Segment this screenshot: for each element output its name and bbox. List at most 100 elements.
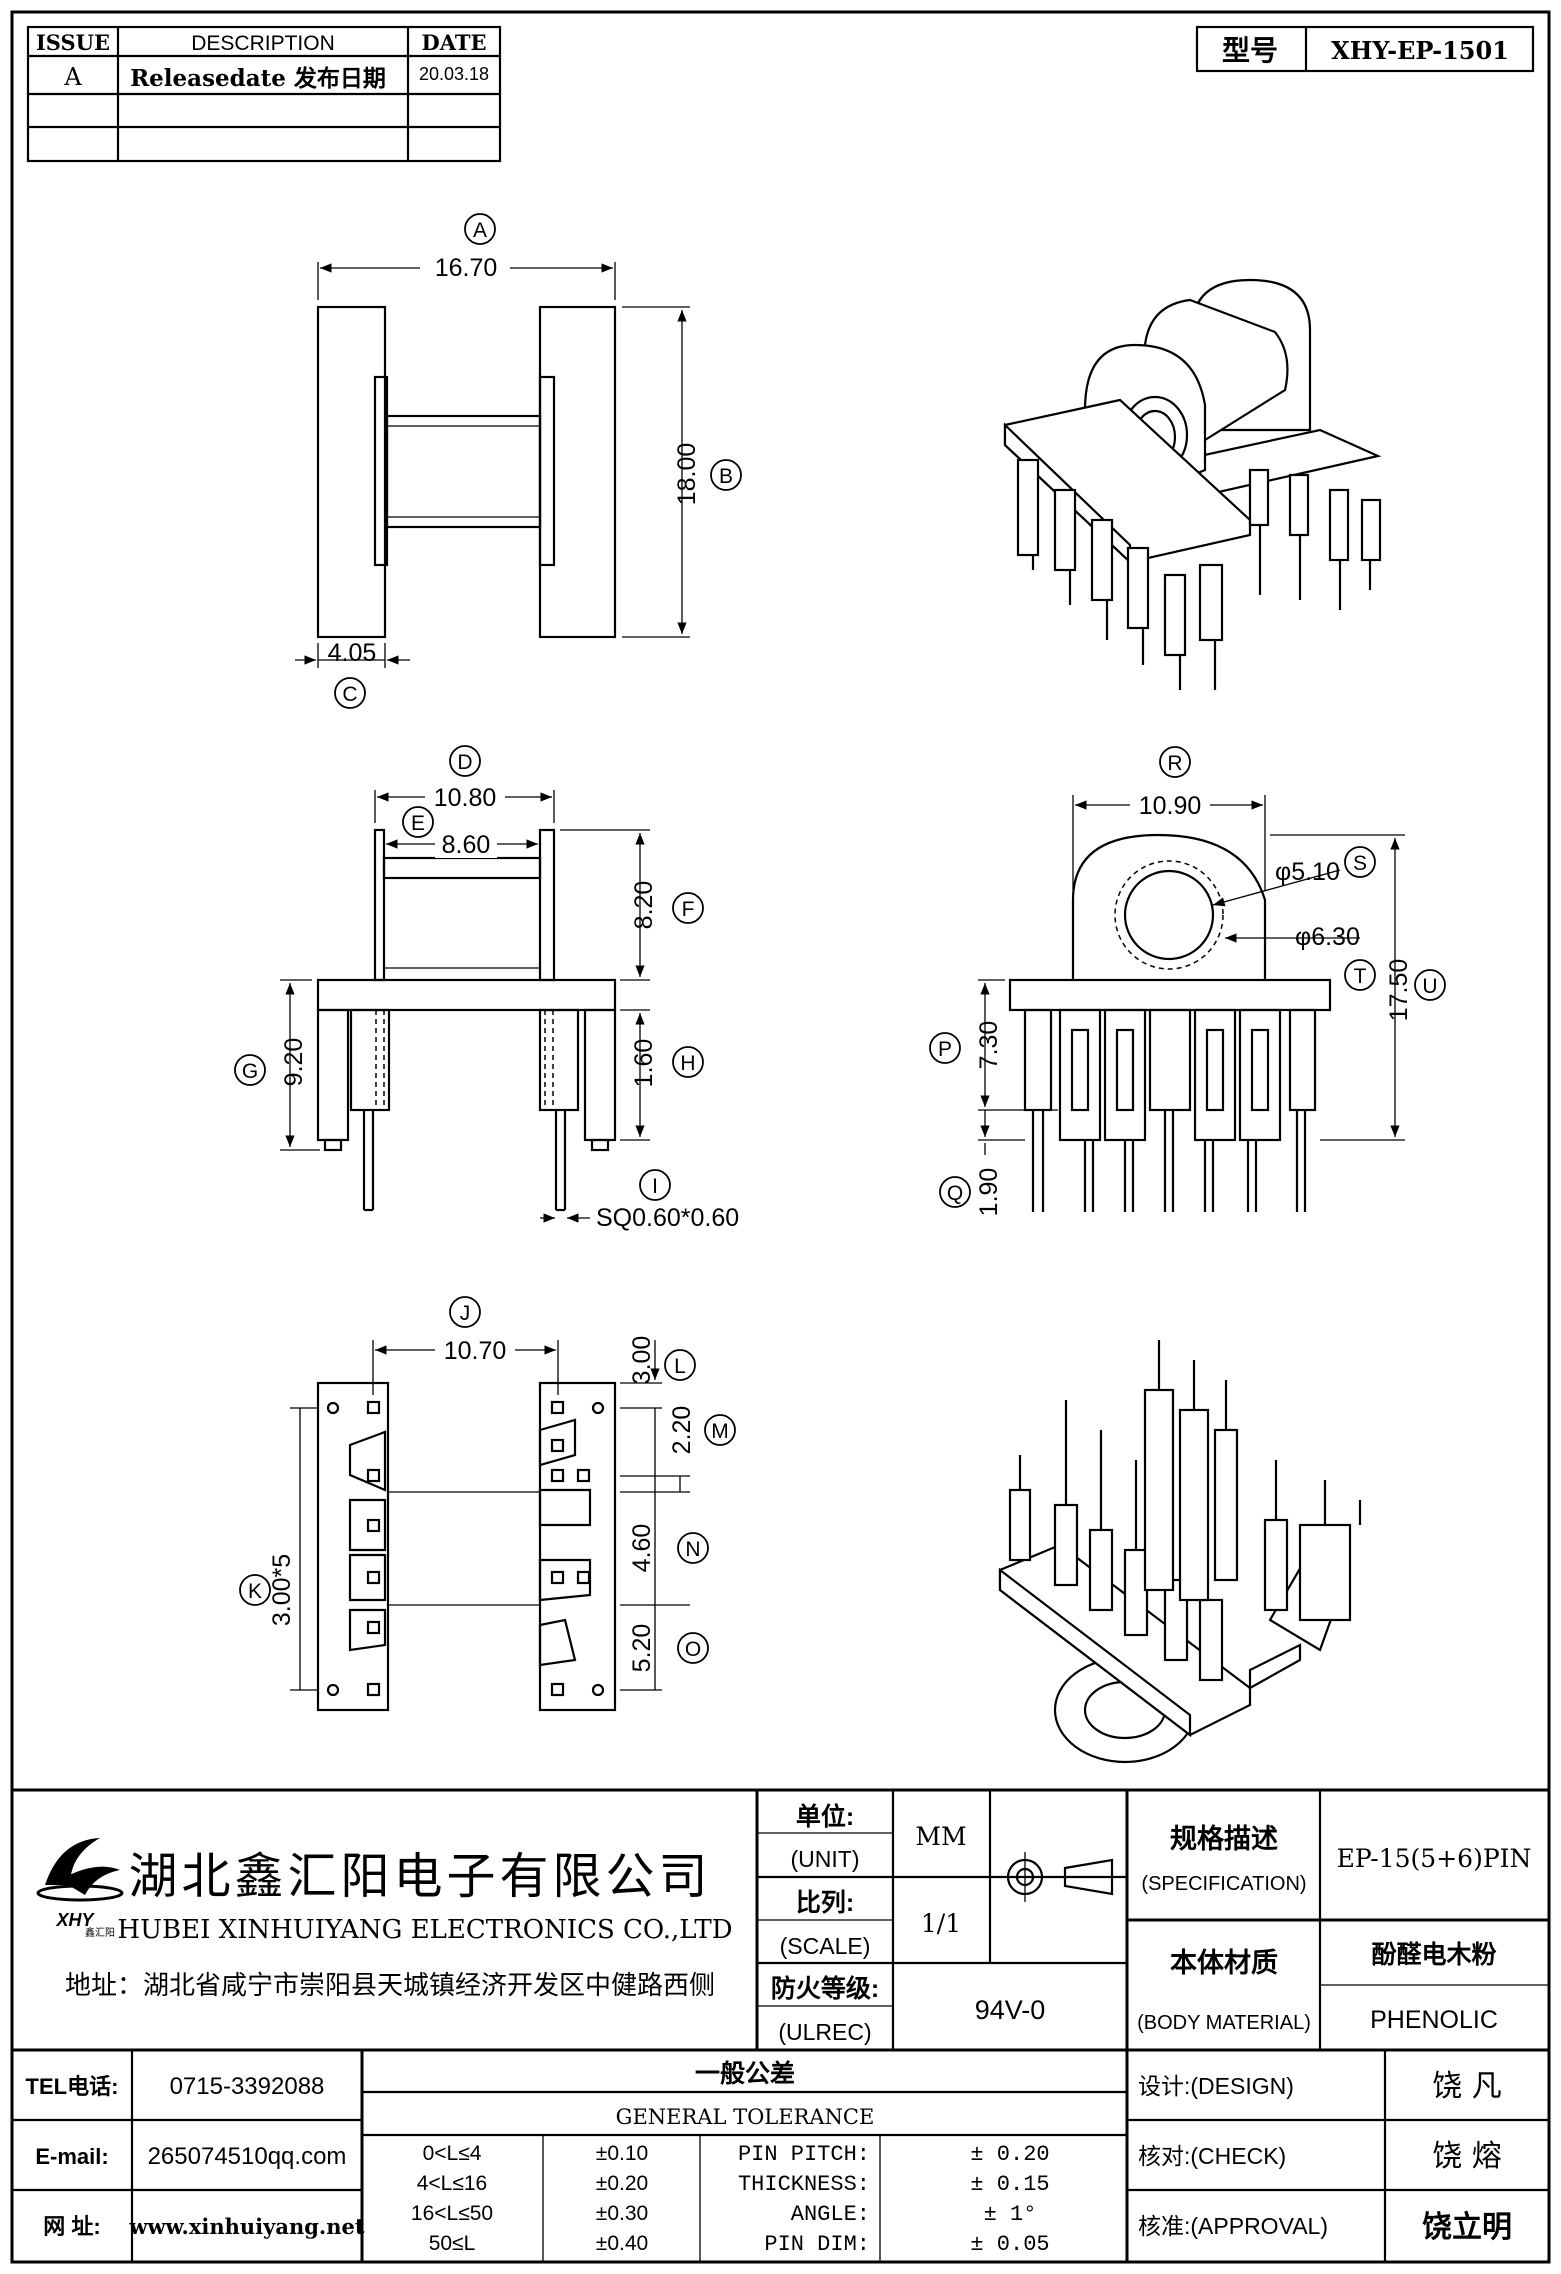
dim-t-value: φ6.30 bbox=[1295, 923, 1360, 951]
dim-l-tag-circle bbox=[664, 1349, 696, 1381]
flame-label: 防火等级: bbox=[771, 1974, 879, 2003]
web-value: www.xinhuiyang.net bbox=[128, 2214, 364, 2239]
web-label: 网 址: bbox=[43, 2214, 100, 2239]
bottom-view: 10.70 J 3.00*5 K 3.00 L 2.20 M 4.60 N 5.… bbox=[239, 1296, 736, 1712]
dim-h-tag: H bbox=[680, 1052, 695, 1075]
dim-m-value: 2.20 bbox=[668, 1406, 696, 1455]
isometric-view-bottom bbox=[998, 1340, 1362, 1764]
dim-a-tag: A bbox=[473, 219, 487, 242]
tolerance-value: ±0.10 bbox=[596, 2142, 648, 2165]
tolerance-value: ±0.30 bbox=[596, 2202, 648, 2225]
scale-label-en: (SCALE) bbox=[780, 1933, 871, 1959]
company-logo: XHY 鑫汇阳 bbox=[36, 1838, 124, 1939]
tolerance-spec-name: THICKNESS: bbox=[738, 2172, 870, 2197]
tolerance-specs: PIN PITCH: ± 0.20 THICKNESS: ± 0.15 ANGL… bbox=[738, 2142, 1050, 2257]
design-label: 设计:(DESIGN) bbox=[1138, 2073, 1294, 2099]
tolerance-spec-value: ± 0.20 bbox=[970, 2142, 1049, 2167]
tolerance-title-en: GENERAL TOLERANCE bbox=[616, 2105, 875, 2129]
dim-n-tag-circle bbox=[677, 1532, 709, 1564]
dim-o-tag: O bbox=[685, 1638, 701, 1661]
rev-description-a: Releasedate 发布日期 bbox=[130, 65, 386, 92]
isometric-view-top bbox=[1003, 278, 1382, 690]
tolerance-range: 16<L≤50 bbox=[411, 2202, 493, 2225]
tolerance-range: 4<L≤16 bbox=[417, 2172, 488, 2195]
dim-i-value: SQ0.60*0.60 bbox=[596, 1204, 739, 1232]
tolerance-spec-name: ANGLE: bbox=[791, 2202, 870, 2227]
unit-value: MM bbox=[915, 1822, 966, 1851]
dim-n-value: 4.60 bbox=[628, 1524, 656, 1573]
dim-f-value: 8.20 bbox=[630, 881, 658, 930]
approval-label: 核准:(APPROVAL) bbox=[1138, 2213, 1328, 2239]
dim-a-tag-circle bbox=[464, 213, 496, 245]
rev-header-issue: ISSUE bbox=[36, 30, 110, 55]
model-box: 型号 XHY-EP-1501 bbox=[1195, 25, 1535, 73]
rev-date-a: 20.03.18 bbox=[419, 64, 489, 84]
dim-d-tag-circle bbox=[449, 745, 481, 777]
tolerance-spec-name: PIN PITCH: bbox=[738, 2142, 870, 2167]
dim-t-tag-circle bbox=[1344, 959, 1376, 991]
company-name-en: HUBEI XINHUIYANG ELECTRONICS CO.,LTD bbox=[117, 1915, 732, 1945]
title-block: XHY 鑫汇阳 湖北鑫汇阳电子有限公司 HUBEI XINHUIYANG ELE… bbox=[12, 1788, 1549, 2262]
projection-symbol-icon bbox=[1000, 1852, 1114, 1902]
dim-b-tag: B bbox=[719, 465, 733, 488]
check-label: 核对:(CHECK) bbox=[1138, 2143, 1286, 2169]
rev-issue-a: A bbox=[63, 63, 82, 91]
dim-u-tag-circle bbox=[1414, 969, 1446, 1001]
revision-table: ISSUE DESCRIPTION DATE A Releasedate 发布日… bbox=[26, 25, 502, 163]
dim-k-tag-circle bbox=[239, 1574, 271, 1606]
dim-s-value: φ5.10 bbox=[1275, 858, 1340, 886]
logo-sub: 鑫汇阳 bbox=[85, 1926, 115, 1939]
dim-i-tag-circle bbox=[639, 1169, 671, 1201]
flame-label-en: (ULREC) bbox=[778, 2019, 871, 2045]
dim-j-tag: J bbox=[460, 1302, 471, 1325]
dim-p-tag-circle bbox=[929, 1032, 961, 1064]
design-value: 饶 凡 bbox=[1432, 2069, 1502, 2104]
tolerance-ranges: 0<L≤4 ±0.10 4<L≤16 ±0.20 16<L≤50 ±0.30 5… bbox=[411, 2142, 648, 2255]
model-label: 型号 bbox=[1222, 35, 1278, 66]
dim-r-tag: R bbox=[1167, 752, 1182, 775]
unit-label-en: (UNIT) bbox=[791, 1846, 860, 1872]
drawing-frame bbox=[10, 10, 1551, 2264]
dim-c-value: 4.05 bbox=[328, 639, 377, 667]
material-label-en: (BODY MATERIAL) bbox=[1137, 2012, 1311, 2034]
spec-label: 规格描述 bbox=[1170, 1824, 1278, 1854]
rev-header-date: DATE bbox=[422, 30, 487, 55]
dim-e-value: 8.60 bbox=[442, 831, 491, 859]
end-view: 10.90 R φ5.10 S φ6.30 T 17.50 U 7.30 P 1… bbox=[929, 746, 1446, 1216]
dim-p-tag: P bbox=[938, 1038, 952, 1061]
scale-value: 1/1 bbox=[921, 1909, 961, 1938]
dim-c-tag-circle bbox=[334, 677, 366, 709]
unit-label: 单位: bbox=[796, 1802, 854, 1831]
dim-g-tag: G bbox=[242, 1060, 258, 1083]
dim-q-tag-circle bbox=[939, 1176, 971, 1208]
dim-c-tag: C bbox=[342, 683, 357, 706]
tolerance-range: 50≤L bbox=[429, 2232, 476, 2255]
dim-h-value: 1.60 bbox=[630, 1039, 658, 1088]
model-value: XHY-EP-1501 bbox=[1331, 36, 1509, 65]
dim-j-tag-circle bbox=[449, 1296, 481, 1328]
logo-text: XHY bbox=[55, 1910, 95, 1930]
email-value: 265074510qq.com bbox=[148, 2143, 347, 2170]
dim-l-tag: L bbox=[674, 1355, 686, 1378]
dim-u-value: 17.50 bbox=[1385, 959, 1413, 1022]
material-value-en: PHENOLIC bbox=[1370, 2006, 1498, 2034]
dim-e-tag: E bbox=[411, 812, 425, 835]
tolerance-spec-value: ± 0.05 bbox=[970, 2232, 1049, 2257]
email-label: E-mail: bbox=[35, 2144, 108, 2169]
tolerance-spec-value: ± 1° bbox=[984, 2202, 1037, 2227]
material-value-cn: 酚醛电木粉 bbox=[1371, 1941, 1496, 1969]
front-view: 16.70 A 18.00 B 4.05 C bbox=[295, 213, 742, 709]
dim-j-value: 10.70 bbox=[444, 1337, 507, 1365]
tolerance-value: ±0.40 bbox=[596, 2232, 648, 2255]
tel-value: 0715-3392088 bbox=[170, 2073, 325, 2100]
dim-r-value: 10.90 bbox=[1139, 792, 1202, 820]
dim-n-tag: N bbox=[685, 1538, 700, 1561]
tolerance-spec-value: ± 0.15 bbox=[970, 2172, 1049, 2197]
tolerance-value: ±0.20 bbox=[596, 2172, 648, 2195]
dim-m-tag-circle bbox=[704, 1414, 736, 1446]
dim-l-value: 3.00 bbox=[628, 1336, 656, 1385]
scale-label: 比列: bbox=[796, 1889, 854, 1917]
dim-d-tag: D bbox=[457, 751, 472, 774]
flame-value: 94V-0 bbox=[975, 1995, 1046, 2025]
check-value: 饶 熔 bbox=[1432, 2139, 1502, 2174]
